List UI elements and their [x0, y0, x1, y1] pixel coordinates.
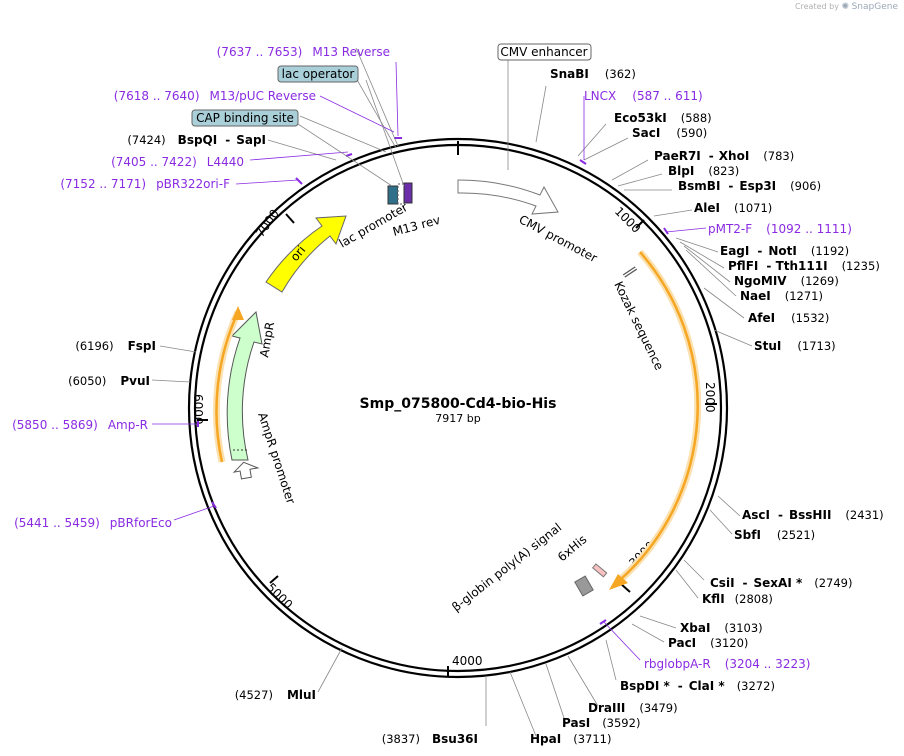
ampr-promoter-arrow	[232, 461, 260, 480]
enzyme-pflfi-tth111i: PflFI-Tth111I(1235)	[728, 259, 880, 273]
enzyme-pasi: PasI(3592)	[562, 716, 640, 730]
credit-brand: SnapGene	[851, 2, 898, 12]
his-tag-label: 6xHis	[555, 532, 590, 564]
orf-right-arrowhead	[609, 574, 628, 590]
enzyme-csii-sexai: CsiI-SexAI *(2749)	[710, 576, 853, 590]
lac-promoter-block	[387, 185, 399, 205]
ampr-arrow	[226, 310, 263, 461]
primer-m13-puc-reverse: (7618 .. 7640)M13/pUC Reverse	[114, 89, 316, 103]
primer-l4440: (7405 .. 7422)L4440	[111, 155, 244, 169]
enzyme-stui: StuI(1713)	[754, 339, 836, 353]
enzyme-xbai: XbaI(3103)	[680, 621, 763, 635]
cmv-promoter-arrow	[457, 179, 559, 215]
right-connectors	[485, 85, 753, 737]
primer-lncx: LNCX(587 .. 611)	[584, 89, 703, 103]
kozak-label: Kozak sequence	[611, 279, 666, 372]
tick-5000: 5000	[264, 580, 295, 611]
cmv-promoter-label: CMV promoter	[517, 212, 600, 265]
left-connectors	[151, 47, 399, 693]
lac-operator-box-label: lac operator	[282, 67, 355, 81]
primer-m13-reverse: (7637 .. 7653)M13 Reverse	[217, 45, 390, 59]
enzyme-bspqi-sapi: (7424)BspQI-SapI	[127, 133, 266, 147]
enzyme-eagi-noti: EagI-NotI(1192)	[720, 244, 849, 258]
enzyme-ngomiv: NgoMIV(1269)	[734, 274, 839, 288]
tick-7000: 7000	[253, 207, 282, 240]
enzyme-paer7i-xhoi: PaeR7I-XhoI(783)	[654, 149, 794, 163]
tick-4000: 4000	[452, 654, 483, 668]
enzyme-bspdi-clai: BspDI *-ClaI *(3272)	[620, 679, 775, 693]
enzyme-asci-bsshii: AscI-BssHII(2431)	[742, 508, 884, 522]
plasmid-name: Smp_075800-Cd4-bio-His	[360, 396, 557, 412]
box-connectors	[297, 58, 509, 187]
primer-amp-r: (5850 .. 5869)Amp-R	[12, 418, 148, 432]
m13-rev-block	[403, 182, 413, 204]
left-enzyme-labels: (3837)Bsu36I (4527)MluI (6050)PvuI (6196…	[68, 133, 478, 746]
enzyme-fspi: (6196)FspI	[75, 339, 156, 353]
enzyme-sbfi: SbfI(2521)	[734, 528, 815, 542]
enzyme-eco53ki: Eco53kI(588)	[614, 111, 712, 125]
cap-binding-label: CAP binding site	[196, 111, 294, 125]
enzyme-afei: AfeI(1532)	[748, 311, 829, 325]
enzyme-naei: NaeI(1271)	[740, 289, 823, 303]
lac-operator-box	[277, 65, 359, 83]
credit-prefix: Created by	[794, 2, 839, 11]
his-tag-marker	[592, 563, 608, 578]
enzyme-paci: PacI(3120)	[668, 636, 748, 650]
enzyme-saci: SacI(590)	[632, 126, 707, 140]
globin-marker	[574, 575, 594, 597]
primer-connectors	[152, 61, 707, 661]
primer-rbglobpa-r: rbglobpA-R(3204 .. 3223)	[644, 657, 810, 671]
enzyme-mlui: (4527)MluI	[235, 688, 316, 702]
enzyme-draiii: DraIII(3479)	[588, 701, 678, 715]
tick-2000: 2000	[703, 382, 717, 413]
tick-marks	[197, 141, 717, 676]
orf-left-arrowhead	[232, 306, 244, 320]
enzyme-blpi: BlpI(823)	[668, 164, 739, 178]
primer-labels: (7637 .. 7653)M13 Reverse (7618 .. 7640)…	[12, 45, 852, 671]
cmv-enhancer-label: CMV enhancer	[500, 45, 587, 59]
enzyme-hpai: HpaI(3711)	[530, 732, 611, 746]
primer-pbr322ori-f: (7152 .. 7171)pBR322ori-F	[60, 177, 230, 191]
enzyme-pvui: (6050)PvuI	[68, 374, 150, 388]
orf-right-arc	[619, 251, 699, 581]
enzyme-bsu36i: (3837)Bsu36I	[382, 732, 478, 746]
snapgene-credit: Created by ✺ SnapGene	[795, 2, 898, 12]
globin-label: β-globin poly(A) signal	[449, 520, 564, 614]
primer-pmt2-f: pMT2-F(1092 .. 1111)	[708, 222, 852, 236]
enzyme-alei: AleI(1071)	[694, 201, 772, 215]
right-enzyme-labels: SnaBI(362) Eco53kI(588) SacI(590) PaeR7I…	[530, 67, 884, 746]
ori-arrow	[265, 215, 347, 293]
enzyme-bsmbi-esp3i: BsmBI-Esp3I(906)	[678, 179, 821, 193]
primer-marks	[197, 137, 669, 625]
enzyme-kfli: KflI(2808)	[702, 592, 773, 606]
tick-6000: 6000	[191, 394, 205, 425]
ampr-promoter-label: AmpR promoter	[255, 411, 298, 506]
enzyme-snabi: SnaBI(362)	[550, 67, 636, 81]
primer-pbrforeco: (5441 .. 5459)pBRforEco	[14, 516, 172, 530]
plasmid-size: 7917 bp	[435, 412, 480, 425]
snapgene-logo-icon: ✺	[841, 2, 850, 12]
ampr-label: AmpR	[257, 321, 277, 359]
cmv-enhancer-box	[497, 43, 592, 61]
cap-binding-box	[191, 109, 299, 127]
orf-left-arc	[215, 311, 240, 463]
backbone-outer	[187, 137, 729, 679]
